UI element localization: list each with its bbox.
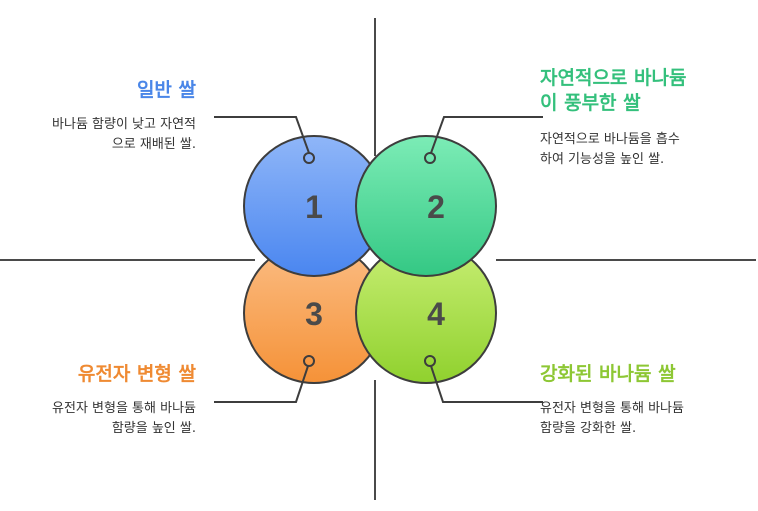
item-4-title-line: 강화된 바나듐 쌀 [540, 363, 676, 385]
item-3-desc: 유전자 변형을 통해 바나듐 함량을 높인 쌀. [52, 399, 196, 439]
item-3-title: 유전자 변형 쌀 [52, 362, 196, 387]
item-1-desc-line: 바나듐 함량이 낮고 자연적 [52, 117, 196, 132]
item-1-title: 일반 쌀 [52, 78, 196, 103]
item-4-desc-line: 유전자 변형을 통해 바나듐 [540, 401, 684, 416]
item-3-desc-line: 함량을 높인 쌀. [111, 421, 196, 436]
leader-3 [214, 365, 309, 403]
item-2-title-line: 이 풍부한 쌀 [540, 92, 641, 114]
item-2-desc-line: 하여 기능성을 높인 쌀. [540, 152, 665, 167]
item-4-desc: 유전자 변형을 통해 바나듐 함량을 강화한 쌀. [540, 399, 684, 439]
number-2: 2 [427, 189, 445, 225]
item-3-title-line: 유전자 변형 쌀 [77, 363, 196, 385]
item-2-desc: 자연적으로 바나듐을 흡수 하여 기능성을 높인 쌀. [540, 130, 686, 170]
circle-2 [355, 135, 497, 277]
item-4-desc-line: 함량을 강화한 쌀. [540, 421, 637, 436]
item-2-title-line: 자연적으로 바나듐 [540, 67, 687, 89]
item-3-text: 유전자 변형 쌀 유전자 변형을 통해 바나듐 함량을 높인 쌀. [52, 362, 196, 439]
item-1-title-line: 일반 쌀 [136, 79, 196, 101]
item-1-desc: 바나듐 함량이 낮고 자연적 으로 재배된 쌀. [52, 115, 196, 155]
item-4-title: 강화된 바나듐 쌀 [540, 362, 684, 387]
item-2-title: 자연적으로 바나듐 이 풍부한 쌀 [540, 66, 686, 116]
leader-dot-2 [424, 152, 436, 164]
leader-dot-1 [303, 152, 315, 164]
item-4-text: 강화된 바나듐 쌀 유전자 변형을 통해 바나듐 함량을 강화한 쌀. [540, 362, 684, 439]
item-3-desc-line: 유전자 변형을 통해 바나듐 [52, 401, 196, 416]
leader-4 [430, 365, 543, 403]
item-1-text: 일반 쌀 바나듐 함량이 낮고 자연적 으로 재배된 쌀. [52, 78, 196, 155]
leader-dot-3 [303, 355, 315, 367]
number-1: 1 [305, 189, 323, 225]
item-2-text: 자연적으로 바나듐 이 풍부한 쌀 자연적으로 바나듐을 흡수 하여 기능성을 … [540, 66, 686, 170]
leader-dot-4 [424, 355, 436, 367]
leader-1 [214, 116, 310, 154]
number-4: 4 [427, 296, 445, 332]
number-3: 3 [305, 296, 323, 332]
item-1-desc-line: 으로 재배된 쌀. [111, 137, 196, 152]
leader-2 [430, 116, 543, 154]
item-2-desc-line: 자연적으로 바나듐을 흡수 [540, 132, 680, 147]
